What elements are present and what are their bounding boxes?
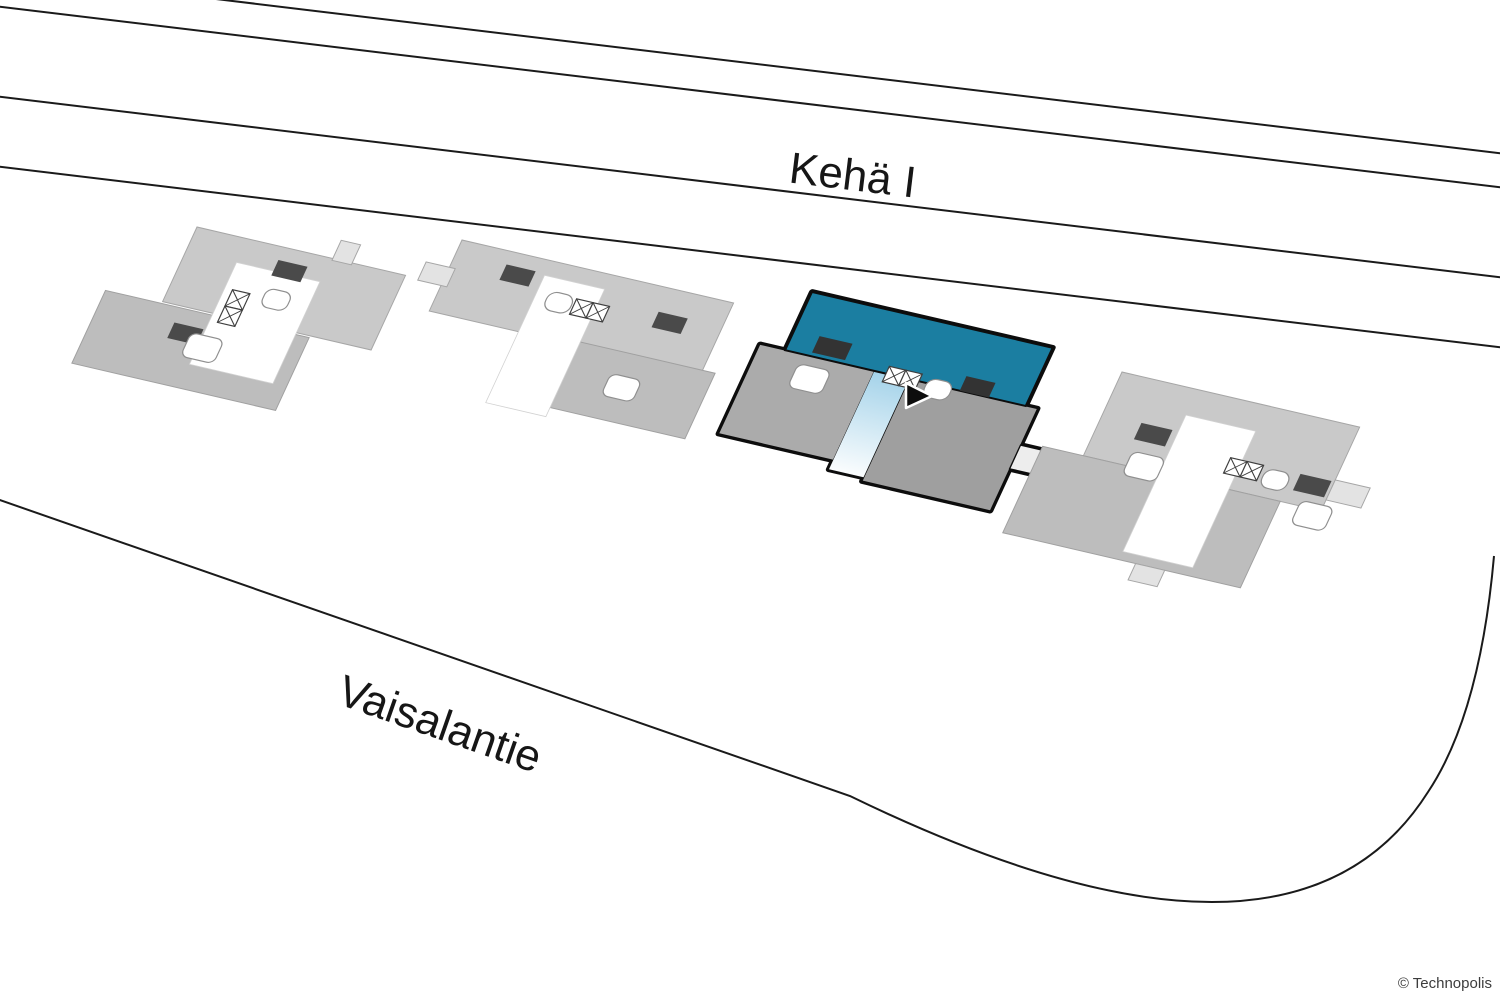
entrance-arrow-icon [904,381,934,410]
elevator-cross [1239,461,1264,482]
road-line [0,499,1495,903]
road-label-keha-1: Kehä I [787,144,919,208]
road-label-vaisalantie: Vaisalantie [332,666,548,782]
roof-vent-icon [499,264,536,287]
road-vaisalantie [0,499,1495,903]
roof-vent-icon [1292,473,1332,498]
road-line [0,165,1500,349]
roof-vent-icon [812,336,853,361]
courtyard [1122,414,1257,569]
road-line [215,0,1500,155]
road-keha-1 [0,0,1500,349]
stair-core-icon [1291,501,1333,531]
stair-core-icon [789,364,830,394]
building-4[interactable] [995,363,1394,622]
stair-core-icon [1260,469,1290,491]
roof-vent-icon [959,376,996,398]
elevator-cross [882,366,907,386]
elevator-cross [1223,457,1248,478]
roof-annex [417,261,456,288]
road-line [0,95,1500,279]
stair-core-icon [1123,451,1165,482]
building-2[interactable] [373,235,746,448]
elevator-core-icon [1222,456,1265,482]
building-1[interactable] [71,196,414,425]
roof-vent-icon [271,259,308,283]
stair-core-icon [602,374,641,402]
copyright-notice: © Technopolis [1398,975,1492,992]
stair-core-icon [261,288,291,311]
elevator-core-icon [216,288,251,328]
roof-vent-icon [651,311,688,335]
elevator-cross [217,305,243,327]
elevator-cross [569,298,594,319]
roof-annex [331,239,362,266]
elevator-core-icon [568,298,611,323]
roof-vent-icon [1133,422,1173,447]
elevator-cross [224,289,251,311]
stair-core-icon [544,291,574,314]
road-line [0,5,1500,189]
roof-annex [1127,562,1166,588]
stair-core-icon [182,333,223,363]
roof-annex [1325,479,1371,509]
elevator-cross [585,302,610,323]
elevator-core-icon [881,365,924,391]
building-highlighted[interactable] [713,286,1101,519]
